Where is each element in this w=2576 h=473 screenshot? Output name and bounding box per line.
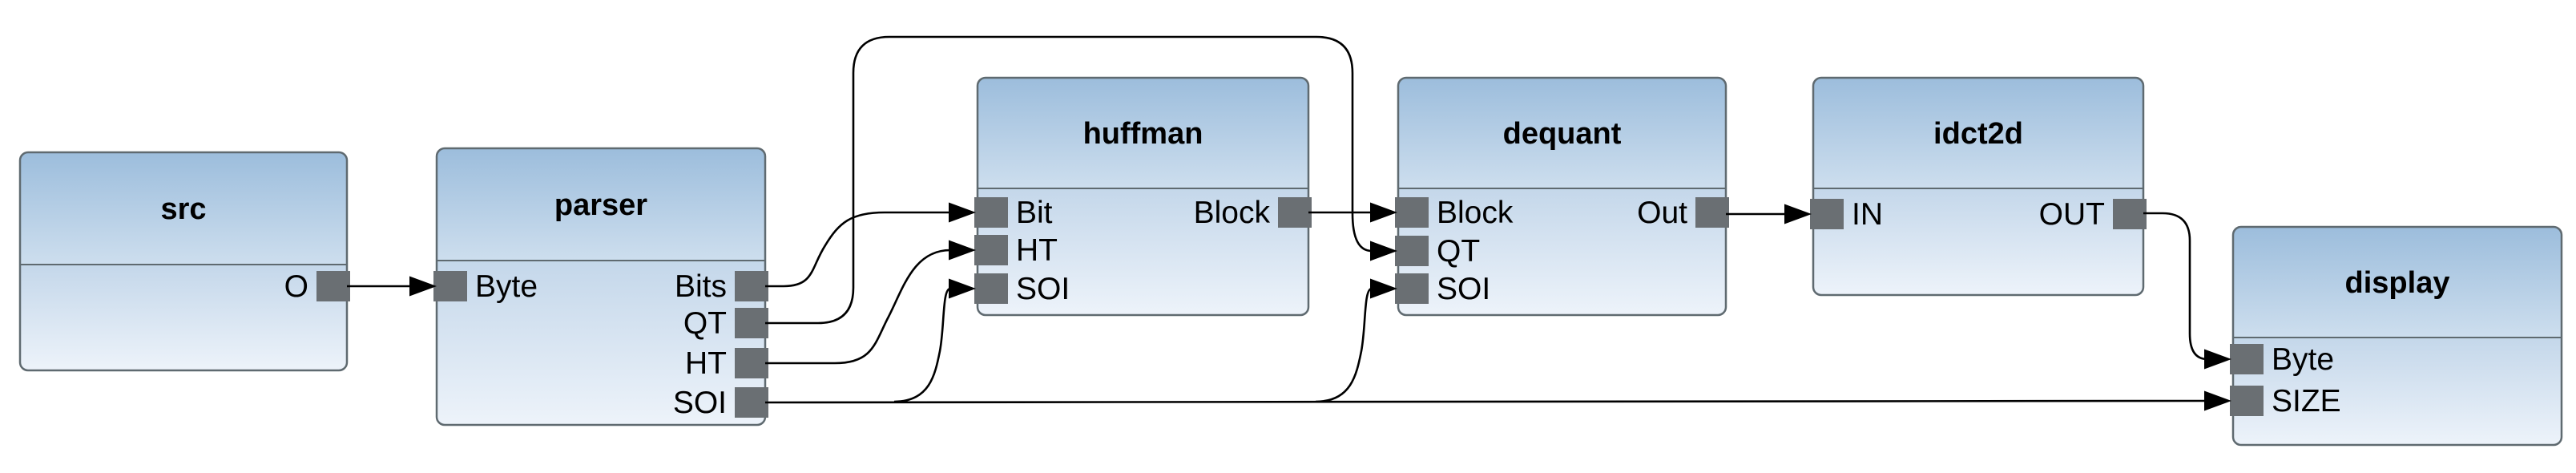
block-header <box>437 148 765 261</box>
port-label-dequant-soi: SOI <box>1437 272 1490 306</box>
wire-parser-bits-to-huffman-bit[interactable] <box>765 202 976 288</box>
wire-arrowhead <box>2204 390 2231 411</box>
port-parser-bits-output[interactable] <box>735 271 768 301</box>
block-header <box>20 152 347 265</box>
wire-src-o-to-parser-byte[interactable] <box>347 276 437 297</box>
block-border <box>18 151 349 372</box>
block-title-dequant: dequant <box>1503 117 1622 151</box>
port-display-byte-input[interactable] <box>2230 344 2264 374</box>
port-label-idct2d-out: OUT <box>2039 197 2105 232</box>
block-body <box>2233 338 2562 445</box>
port-label-huffman-block: Block <box>1194 196 1271 230</box>
wire-path <box>765 249 951 365</box>
wire-parser-qt-to-dequant-qt[interactable] <box>765 35 1397 325</box>
wire-parser-soi-to-dequant-soi[interactable] <box>1315 278 1397 403</box>
block-title-display: display <box>2345 266 2450 300</box>
port-parser-soi-output[interactable] <box>735 387 768 418</box>
block-border <box>1397 76 1727 317</box>
wire-dequant-out-to-idct2d-in[interactable] <box>1726 204 1812 224</box>
wire-path <box>893 287 951 403</box>
block-border <box>2231 225 2563 447</box>
port-dequant-soi-input[interactable] <box>1395 273 1429 304</box>
wire-parser-ht-to-huffman-ht[interactable] <box>765 240 976 365</box>
port-huffman-bit-input[interactable] <box>974 197 1008 228</box>
wire-path <box>765 211 950 288</box>
port-label-src-o: O <box>284 269 308 304</box>
wire-arrowhead <box>2204 349 2231 370</box>
wire-path <box>2143 212 2208 361</box>
wire-arrowhead <box>409 276 437 297</box>
port-parser-byte-input[interactable] <box>433 271 467 301</box>
wire-path <box>1315 287 1373 403</box>
wire-arrowhead <box>1370 278 1397 299</box>
port-label-huffman-ht: HT <box>1016 233 1058 268</box>
port-display-size-input[interactable] <box>2230 386 2264 416</box>
port-label-parser-ht: HT <box>685 346 727 381</box>
port-idct2d-out-output[interactable] <box>2113 199 2147 229</box>
wire-arrowhead <box>949 240 976 261</box>
wire-path <box>765 35 1373 325</box>
block-body <box>437 261 765 425</box>
port-dequant-qt-input[interactable] <box>1395 236 1429 266</box>
block-header <box>1398 78 1726 188</box>
block-header <box>978 78 1308 188</box>
port-huffman-ht-input[interactable] <box>974 235 1008 265</box>
port-idct2d-in-input[interactable] <box>1810 199 1844 229</box>
port-parser-qt-output[interactable] <box>735 308 768 338</box>
wire-arrowhead <box>1370 202 1397 223</box>
wire-arrowhead <box>949 202 976 223</box>
port-label-huffman-bit: Bit <box>1016 196 1053 230</box>
block-body <box>1813 188 2143 295</box>
block-title-idct2d: idct2d <box>1933 117 2023 151</box>
port-label-parser-byte: Byte <box>475 269 538 304</box>
block-body <box>20 265 347 370</box>
port-label-dequant-qt: QT <box>1437 234 1480 269</box>
port-src-o-output[interactable] <box>316 271 350 301</box>
port-label-display-size: SIZE <box>2272 384 2341 418</box>
port-huffman-block-output[interactable] <box>1278 197 1312 228</box>
port-label-dequant-block: Block <box>1437 196 1514 230</box>
port-label-parser-bits: Bits <box>675 269 727 304</box>
wire-parser-soi-to-huffman-soi[interactable] <box>893 278 976 403</box>
wire-huffman-block-to-dequant-block[interactable] <box>1308 202 1397 223</box>
wire-path <box>764 399 2207 404</box>
block-header <box>2233 227 2562 338</box>
wire-arrowhead <box>1784 204 1812 224</box>
port-huffman-soi-input[interactable] <box>974 273 1008 304</box>
port-label-parser-qt: QT <box>683 306 727 341</box>
wire-arrowhead <box>1370 241 1397 261</box>
block-title-parser: parser <box>554 188 647 222</box>
port-label-parser-soi: SOI <box>673 386 727 420</box>
block-title-huffman: huffman <box>1083 117 1203 151</box>
port-label-idct2d-in: IN <box>1852 197 1883 232</box>
wire-idct2d-out-to-display-byte[interactable] <box>2143 212 2231 370</box>
port-label-dequant-out: Out <box>1637 196 1687 230</box>
block-body <box>978 188 1308 315</box>
block-header <box>1813 78 2143 188</box>
wire-arrowhead <box>949 278 976 299</box>
block-border <box>1812 76 2145 297</box>
port-label-huffman-soi: SOI <box>1016 272 1070 306</box>
port-dequant-block-input[interactable] <box>1395 197 1429 228</box>
port-label-display-byte: Byte <box>2272 342 2334 377</box>
wire-parser-soi-to-display-size[interactable] <box>764 390 2231 411</box>
block-body <box>1398 188 1726 315</box>
block-title-src: src <box>160 192 206 226</box>
port-dequant-out-output[interactable] <box>1695 197 1729 228</box>
port-parser-ht-output[interactable] <box>735 348 768 378</box>
block-border <box>976 76 1310 317</box>
